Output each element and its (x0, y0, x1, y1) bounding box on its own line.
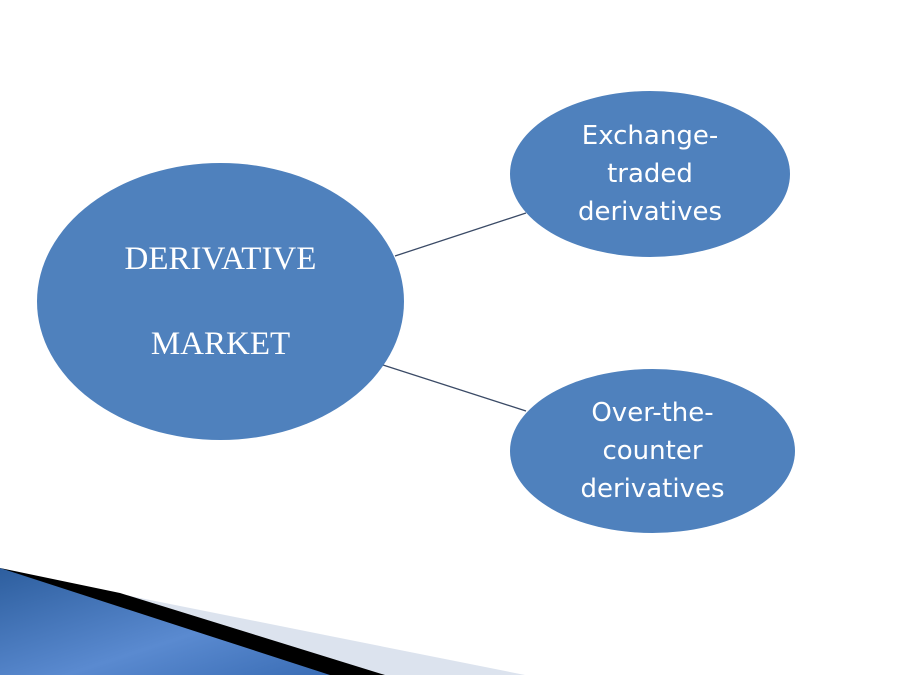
child-label-line: Over-the- (591, 398, 714, 428)
root-label-line1: DERIVATIVE (124, 240, 317, 277)
child-label-line: traded (607, 159, 693, 189)
child-node-exchange-traded: Exchange- traded derivatives (510, 91, 790, 257)
connector-otc (382, 364, 527, 412)
blue-wedge (0, 568, 330, 675)
root-node-derivative-market: DERIVATIVE MARKET (37, 163, 404, 440)
child-label-line: Exchange- (581, 121, 719, 151)
child-label-line: derivatives (577, 197, 723, 227)
root-label-line2: MARKET (150, 325, 291, 362)
child-node-over-the-counter: Over-the- counter derivatives (510, 369, 795, 533)
connector-exchange (394, 212, 527, 257)
child-label-line: counter (602, 436, 703, 466)
child-label-line: derivatives (580, 474, 725, 504)
